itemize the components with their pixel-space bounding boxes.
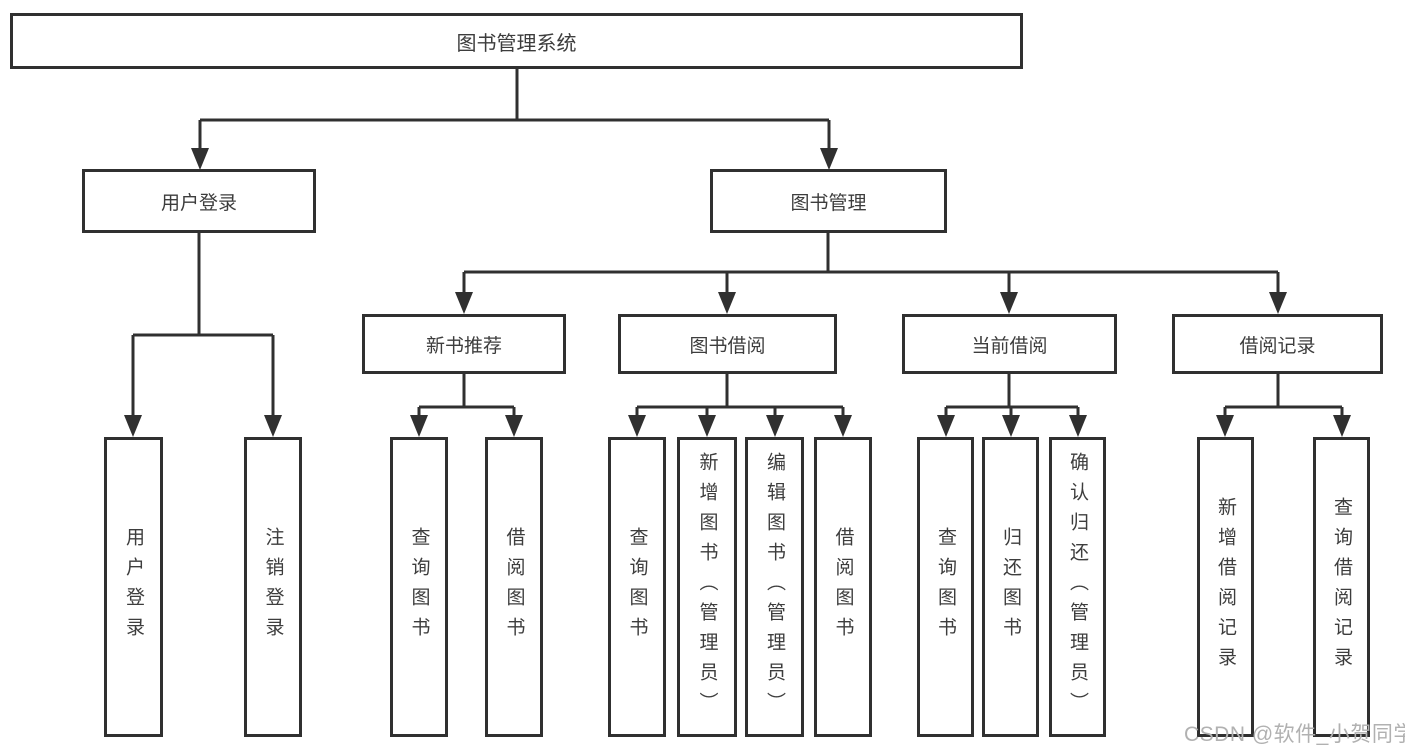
connector-new-book-split (417, 374, 516, 433)
arrow-down-icon (718, 292, 736, 314)
leaf-query-books-recommend: 查询图书 (390, 437, 448, 737)
leaf-query-borrow-record-label: 查询借阅记录 (1331, 497, 1352, 677)
arrow-down-icon (1069, 415, 1087, 437)
node-new-book-recommend: 新书推荐 (362, 314, 566, 374)
node-borrow-records: 借阅记录 (1172, 314, 1383, 374)
connector-root-split (198, 69, 831, 166)
node-library-system: 图书管理系统 (10, 13, 1023, 69)
leaf-borrow-books-recommend-label: 借阅图书 (503, 527, 525, 647)
leaf-logout: 注销登录 (244, 437, 302, 737)
leaf-edit-book-admin-label: 编辑图书（管理员） (764, 452, 785, 722)
node-borrow-records-label: 借阅记录 (1239, 335, 1316, 357)
node-user-login-label: 用户登录 (160, 192, 237, 214)
leaf-confirm-return-admin-label: 确认归还（管理员） (1067, 452, 1088, 722)
leaf-borrow-books-recommend: 借阅图书 (485, 437, 543, 737)
arrow-down-icon (1269, 292, 1287, 314)
arrow-down-icon (937, 415, 955, 437)
arrow-down-icon (1000, 292, 1018, 314)
node-book-mgmt: 图书管理 (710, 169, 947, 233)
node-book-borrow: 图书借阅 (618, 314, 837, 374)
arrow-down-icon (698, 415, 716, 437)
connector-book-mgmt-split (462, 233, 1280, 310)
leaf-query-books-current-label: 查询图书 (935, 527, 956, 647)
leaf-add-borrow-record: 新增借阅记录 (1197, 437, 1254, 737)
node-book-mgmt-label: 图书管理 (790, 192, 867, 214)
arrow-down-icon (505, 415, 523, 437)
connector-borrow-record-split (1223, 374, 1344, 433)
leaf-user-login: 用户登录 (104, 437, 163, 737)
leaf-query-books-borrow-label: 查询图书 (626, 527, 648, 647)
leaf-add-borrow-record-label: 新增借阅记录 (1215, 497, 1236, 677)
node-new-book-recommend-label: 新书推荐 (425, 335, 502, 357)
leaf-return-book-label: 归还图书 (1000, 527, 1021, 647)
leaf-confirm-return-admin: 确认归还（管理员） (1049, 437, 1106, 737)
arrow-down-icon (820, 148, 838, 170)
node-user-login: 用户登录 (82, 169, 316, 233)
arrow-down-icon (191, 148, 209, 170)
arrow-down-icon (410, 415, 428, 437)
arrowheads (124, 148, 1351, 437)
arrow-down-icon (455, 292, 473, 314)
arrow-down-icon (1002, 415, 1020, 437)
leaf-query-books-recommend-label: 查询图书 (408, 527, 430, 647)
connector-user-login-split (131, 233, 275, 433)
connector-book-borrow-split (635, 374, 845, 433)
leaf-user-login-label: 用户登录 (123, 527, 144, 647)
leaf-logout-label: 注销登录 (262, 527, 284, 647)
leaf-add-book-admin: 新增图书（管理员） (677, 437, 737, 737)
leaf-borrow-books-label: 借阅图书 (832, 527, 854, 647)
leaf-return-book: 归还图书 (982, 437, 1039, 737)
arrow-down-icon (1333, 415, 1351, 437)
arrow-down-icon (766, 415, 784, 437)
node-library-system-label: 图书管理系统 (456, 32, 577, 55)
arrow-down-icon (834, 415, 852, 437)
leaf-add-book-admin-label: 新增图书（管理员） (696, 452, 718, 722)
leaf-edit-book-admin: 编辑图书（管理员） (745, 437, 804, 737)
leaf-query-borrow-record: 查询借阅记录 (1313, 437, 1370, 737)
node-current-borrow-label: 当前借阅 (971, 335, 1048, 357)
arrow-down-icon (264, 415, 282, 437)
leaf-query-books-borrow: 查询图书 (608, 437, 666, 737)
node-book-borrow-label: 图书借阅 (689, 335, 766, 357)
arrow-down-icon (124, 415, 142, 437)
leaf-query-books-current: 查询图书 (917, 437, 974, 737)
csdn-watermark: CSDN @软件_小贺同学 (1184, 723, 1405, 746)
leaf-borrow-books: 借阅图书 (814, 437, 872, 737)
arrow-down-icon (1216, 415, 1234, 437)
node-current-borrow: 当前借阅 (902, 314, 1117, 374)
arrow-down-icon (628, 415, 646, 437)
